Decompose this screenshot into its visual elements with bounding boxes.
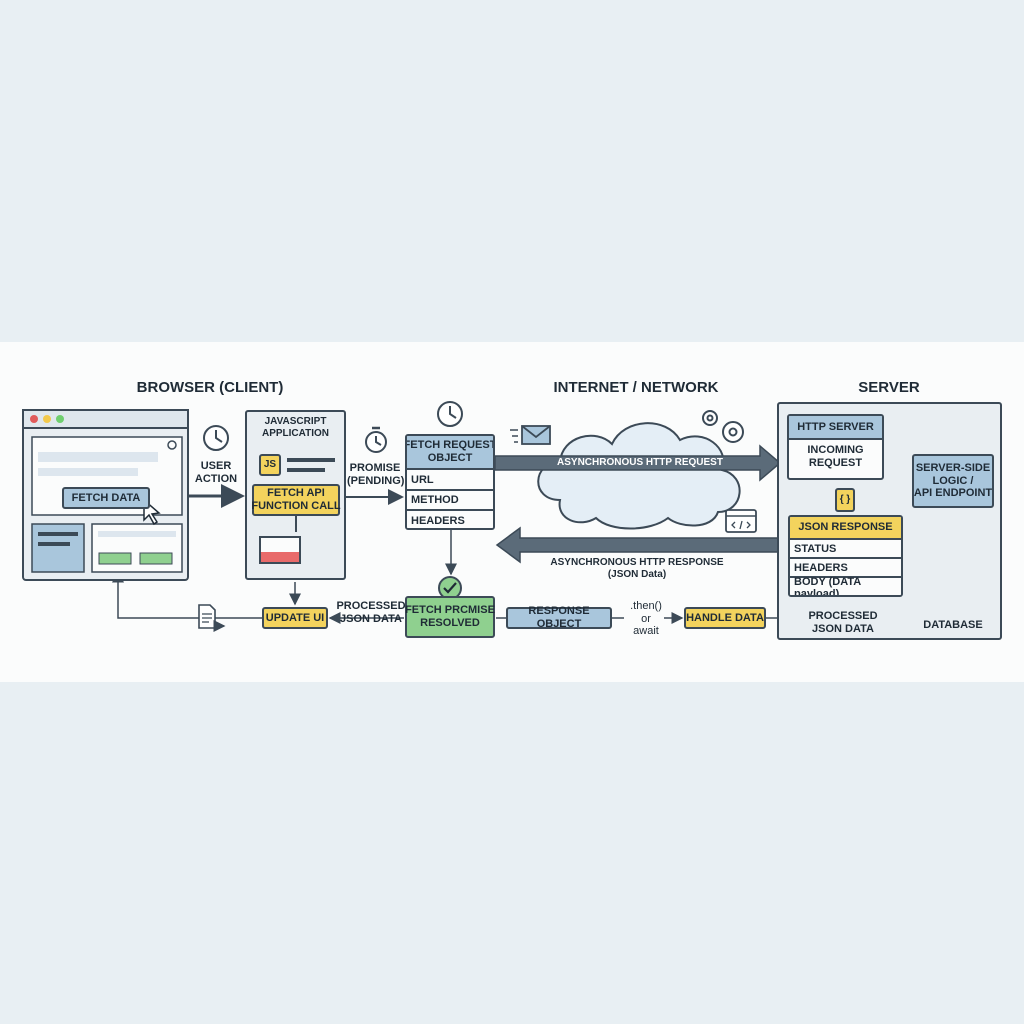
fetch-request-row: HEADERS [407,509,493,528]
fetch-request-header: FETCH REQUEST OBJECT [407,436,493,468]
database-label: DATABASE [923,619,983,631]
server-logic-box: SERVER-SIDE LOGIC / API ENDPOINT [912,454,994,508]
update-ui-box: UPDATE UI [262,607,328,629]
json-response-box: JSON RESPONSE STATUS HEADERS BODY (DATA … [788,515,903,597]
json-response-row: HEADERS [790,557,901,576]
processed-json-left-label: PROCESSED JSON DATA [336,600,406,625]
incoming-request-label: INCOMING REQUEST [807,444,864,469]
javascript-application-panel: JAVASCRIPT APPLICATION JS FETCH API FUNC… [245,410,346,580]
promise-pending-label: PROMISE (PENDING) [347,462,405,487]
fetch-data-button[interactable]: FETCH DATA [62,487,150,509]
code-window-icon [725,509,757,533]
section-title-network: INTERNET / NETWORK [553,379,719,396]
fetch-api-call-label: FETCH API FUNCTION CALL [251,487,341,512]
http-server-box: HTTP SERVER INCOMING REQUEST [787,414,884,480]
user-action-label: USER ACTION [194,460,238,485]
request-arrow-label: ASYNCHRONOUS HTTP REQUEST [557,457,723,468]
code-line [287,468,325,472]
fetch-request-row: METHOD [407,489,493,509]
js-badge-icon: JS [259,454,281,476]
section-title-server: SERVER [858,379,920,396]
promise-resolved-box: FETCH PRCMISE RESOLVED [405,596,495,638]
response-arrow-shape [495,526,783,564]
response-arrow-label: ASYNCHRONOUS HTTP RESPONSE (JSON Data) [550,557,724,580]
fetch-request-object: FETCH REQUEST OBJECT URL METHOD HEADERS [405,434,495,530]
fetch-request-title: FETCH REQUEST OBJECT [405,439,495,464]
promise-resolved-label: FETCH PRCMISE RESOLVED [405,604,495,629]
ui-component [259,536,301,564]
server-logic-label: SERVER-SIDE LOGIC / API ENDPOINT [913,462,993,500]
connector [295,516,297,532]
check-circle-icon [438,576,462,600]
json-response-row: STATUS [790,538,901,557]
json-response-row: BODY (DATA payload) [790,576,901,595]
http-server-title: HTTP SERVER [789,416,882,440]
fetch-request-row: URL [407,468,493,489]
handle-data-box: HANDLE DATA [684,607,766,629]
clock-icon-request [437,401,463,427]
stopwatch-icon-pending [365,426,387,453]
envelope-icon [510,425,551,445]
fetch-api-call-box: FETCH API FUNCTION CALL [251,484,341,516]
network-cloud [537,422,741,530]
code-line [287,458,335,462]
request-arrow-shape [494,444,782,482]
response-object-box: RESPONSE OBJECT [506,605,612,630]
json-response-title: JSON RESPONSE [790,517,901,538]
processed-json-right-label: PROCESSED JSON DATA [808,610,878,635]
then-await-label: .then() or await [630,600,662,638]
json-file-icon: { } [835,488,855,512]
gears-icon [702,410,744,443]
js-app-title: JAVASCRIPT APPLICATION [261,416,330,439]
document-icon [198,604,226,632]
clock-icon-user [203,425,229,451]
section-title-browser: BROWSER (CLIENT) [136,379,284,396]
